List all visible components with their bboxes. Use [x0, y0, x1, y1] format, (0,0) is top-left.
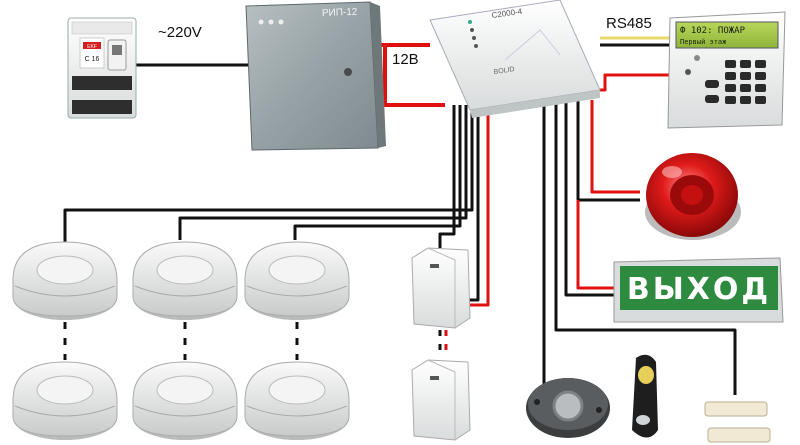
breaker-rating: C 16 — [85, 56, 100, 63]
breaker-brand: EKF — [87, 44, 97, 50]
motion-sensor — [411, 359, 471, 441]
rs485-label: RS485 — [606, 15, 652, 32]
wire-exit-red — [576, 200, 614, 290]
wire-siren-red — [590, 100, 640, 194]
wire-keypad-power — [590, 73, 672, 92]
lock-icon — [344, 68, 352, 76]
controller-brand-label: BOLID — [493, 66, 515, 76]
exit-sign: ВЫХОД — [613, 257, 784, 323]
siren — [645, 153, 741, 240]
wire-motion-black — [468, 105, 480, 302]
exit-sign-text: ВЫХОД — [627, 272, 771, 307]
wire-siren-black — [576, 100, 640, 202]
touch-key — [632, 354, 658, 438]
wire-loop-1 — [63, 105, 474, 250]
keypad: Ф 102: ПОЖАР Первый этаж — [667, 11, 786, 129]
reed-switch — [704, 401, 771, 443]
controller-box: С2000-4 BOLID — [429, 0, 601, 118]
power-supply-box: РИП-12 — [245, 1, 386, 151]
wires — [63, 36, 737, 395]
wire-loop-2 — [178, 105, 468, 240]
keypad-line-1: Ф 102: ПОЖАР — [680, 26, 746, 36]
wire-exit-black — [564, 100, 614, 297]
circuit-breaker: EKF C 16 — [67, 17, 137, 119]
keypad-line-2: Первый этаж — [680, 38, 727, 46]
smoke-detector — [244, 241, 350, 320]
smoke-detectors — [12, 241, 350, 440]
wire-reed — [554, 100, 737, 395]
keypad-buttons — [705, 60, 766, 104]
voltage-220-label: ~220V — [158, 24, 202, 41]
voltage-12-label: 12В — [392, 51, 419, 68]
wire-motion-red — [468, 105, 490, 307]
wire-loop-3 — [293, 105, 462, 240]
smoke-detector — [132, 241, 238, 320]
key-reader — [526, 378, 610, 438]
motion-sensor — [411, 247, 471, 329]
smoke-detector — [12, 241, 118, 320]
smoke-detector — [132, 361, 238, 440]
motion-sensors — [411, 247, 471, 441]
keypad-lcd — [675, 21, 779, 49]
controller-model-label: С2000-4 — [491, 7, 523, 20]
smoke-detector — [12, 361, 118, 440]
wire-loop-4 — [438, 105, 456, 248]
smoke-detector — [244, 361, 350, 440]
psu-model-label: РИП-12 — [322, 7, 358, 19]
